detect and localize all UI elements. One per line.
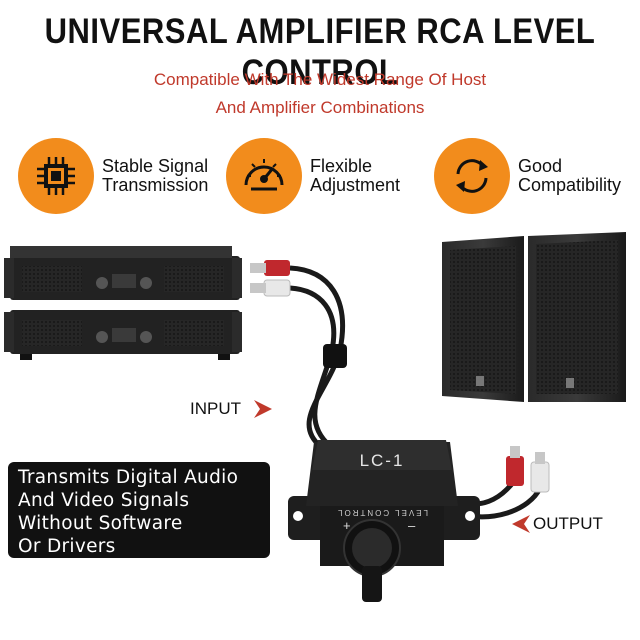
description-line: And Video Signals — [18, 490, 190, 511]
input-rca-plugs — [250, 260, 291, 297]
device-plus-label: + — [343, 518, 351, 533]
feature-label-line: Adjustment — [310, 175, 401, 195]
speaker-right — [528, 232, 626, 402]
feature-label: Flexible Adjustment — [310, 157, 400, 195]
output-arrow-icon — [512, 515, 530, 533]
amplifier-top — [4, 246, 242, 300]
feature-label-line: Good — [518, 156, 563, 176]
description-line: Transmits Digital Audio — [18, 467, 239, 488]
sync-arrows-icon — [434, 138, 510, 214]
chip-icon — [18, 138, 94, 214]
feature-label-line: Stable Signal — [102, 156, 209, 176]
output-rca-plugs — [506, 446, 550, 493]
description-box: Transmits Digital Audio And Video Signal… — [8, 462, 270, 558]
device-model-label: LC-1 — [360, 451, 405, 470]
speaker-left — [442, 236, 524, 402]
page-title: UNIVERSAL AMPLIFIER RCA LEVEL CONTROL — [44, 10, 596, 93]
subtitle: Compatible With The Widest Range Of Host… — [0, 66, 640, 122]
input-label: INPUT — [190, 399, 241, 418]
subtitle-line-2: And Amplifier Combinations — [215, 98, 425, 117]
feature-label-line: Compatibility — [518, 175, 622, 195]
device-minus-label: – — [408, 518, 416, 533]
output-label: OUTPUT — [533, 514, 603, 533]
cable-splitter — [323, 344, 347, 368]
input-arrow-icon — [254, 400, 272, 418]
description-line: Or Drivers — [18, 536, 116, 557]
feature-flexible-adjustment: Flexible Adjustment — [226, 136, 400, 216]
feature-label: Stable Signal Transmission — [102, 157, 208, 195]
feature-stable-signal: Stable Signal Transmission — [18, 136, 208, 216]
feature-good-compatibility: Good Compatibility — [434, 136, 621, 216]
device-panel-label: LEVEL CONTROL — [336, 508, 428, 517]
level-controller — [288, 440, 480, 602]
feature-label-line: Flexible — [310, 156, 373, 176]
gauge-icon — [226, 138, 302, 214]
subtitle-line-1: Compatible With The Widest Range Of Host — [153, 70, 487, 89]
description-line: Without Software — [18, 513, 183, 534]
feature-label: Good Compatibility — [518, 157, 621, 195]
feature-label-line: Transmission — [102, 175, 209, 195]
amplifier-bottom — [4, 310, 242, 360]
